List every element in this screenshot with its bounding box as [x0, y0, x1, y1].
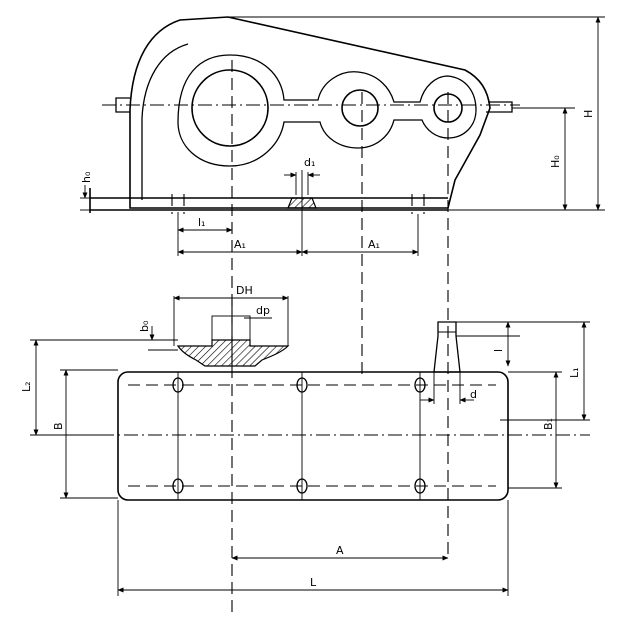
- label-L1: L₁: [568, 367, 581, 378]
- label-d1: d₁: [304, 156, 315, 169]
- plan-view: DН dр b₀ l d L₁ B₁ L₂: [20, 284, 590, 596]
- label-B: B: [52, 422, 65, 430]
- label-A: A: [336, 544, 344, 557]
- label-L: L: [310, 576, 317, 589]
- label-A1-left: A₁: [234, 238, 246, 251]
- label-L2: L₂: [20, 381, 33, 392]
- housing-inner-line: [141, 43, 189, 200]
- label-d: d: [470, 388, 477, 401]
- elevation-dimensions: H H₀ h₀ d₁ l₁ A₁ A₁: [80, 16, 605, 256]
- label-H: H: [582, 110, 595, 118]
- bore-large: [191, 69, 269, 147]
- elevation-view: [89, 16, 520, 615]
- output-hub: [211, 315, 251, 341]
- label-DH: DН: [236, 284, 253, 297]
- label-B1: B₁: [542, 418, 555, 430]
- shaft-right: [486, 101, 513, 113]
- bore-medium: [341, 89, 379, 127]
- label-h0-top: h₀: [80, 171, 93, 183]
- label-l: l: [492, 349, 505, 352]
- label-b0: b₀: [138, 320, 151, 332]
- label-A1-right: A₁: [368, 238, 380, 251]
- boss-outline: [177, 54, 477, 167]
- output-flange: [176, 339, 290, 367]
- label-l1: l₁: [198, 216, 205, 229]
- base-plate: [117, 371, 509, 501]
- input-shaft: [433, 321, 461, 373]
- label-H0: H₀: [549, 155, 562, 168]
- label-dp: dр: [256, 304, 270, 317]
